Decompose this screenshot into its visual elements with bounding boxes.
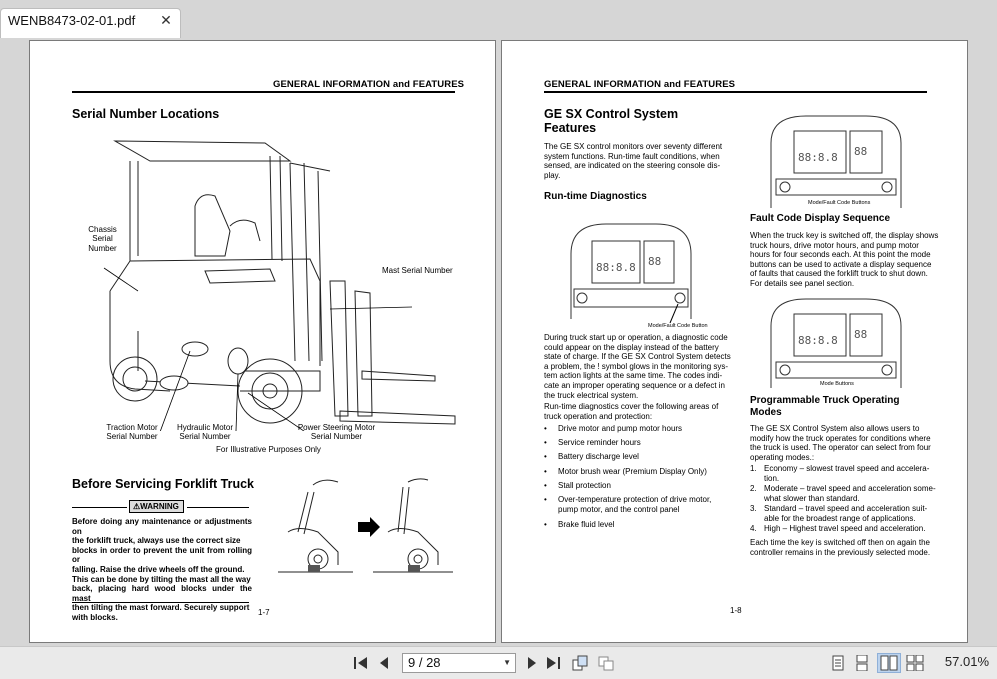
tab-bar: WENB8473-02-01.pdf ✕ [0, 0, 997, 38]
hydraulic-label: Hydraulic Motor Serial Number [176, 423, 233, 442]
list-item: •Over-temperature protection of drive mo… [544, 495, 712, 514]
console-display-3: 88:8.8 88 [770, 298, 902, 388]
warning-badge: ⚠WARNING [129, 500, 184, 513]
console-display-1: 88:8.8 88 [570, 223, 692, 324]
chassis-label: Chassis Serial Number [88, 225, 117, 253]
mode-item: 1.Economy – slowest travel speed and acc… [750, 464, 930, 483]
warning-rule-right [187, 507, 249, 508]
page-number-input[interactable]: 9 / 28 ▼ [402, 653, 516, 673]
mode-fault-caption-2: Mode/Fault Code Buttons [808, 200, 871, 206]
warning-bottom-rule [72, 602, 249, 603]
mode-item: 2.Moderate – travel speed and accelerati… [750, 484, 936, 503]
prev-page-icon[interactable] [376, 653, 392, 673]
warning-rule-left [72, 507, 127, 508]
header-rule [72, 91, 455, 93]
last-page-icon[interactable] [544, 653, 562, 673]
intro-text: The GE SX control monitors over seventy … [544, 142, 723, 180]
illustrative-note: For Illustrative Purposes Only [216, 445, 321, 454]
traction-label: Traction Motor Serial Number [106, 423, 158, 442]
svg-text:88:8.8: 88:8.8 [798, 151, 838, 164]
fault-text: When the truck key is switched off, the … [750, 231, 939, 288]
svg-text:88:8.8: 88:8.8 [596, 261, 636, 274]
cover-text: Run-time diagnostics cover the following… [544, 402, 719, 421]
svg-text:88:8.8: 88:8.8 [798, 334, 838, 347]
prog-title: Programmable Truck Operating Modes [750, 395, 900, 418]
page-right: GENERAL INFORMATION and FEATURES GE SX C… [501, 40, 968, 643]
svg-text:88: 88 [854, 145, 867, 158]
single-page-icon[interactable] [829, 653, 847, 673]
page-number-left: 1-7 [258, 608, 270, 617]
startup-text: During truck start up or operation, a di… [544, 333, 731, 400]
console-display-2: 88:8.8 88 [770, 115, 902, 208]
before-title: Before Servicing Forklift Truck [72, 477, 254, 491]
closing-text: Each time the key is switched off then o… [750, 538, 931, 557]
svg-text:88: 88 [648, 255, 661, 268]
warning-icon: ⚠ [133, 502, 141, 511]
fault-title: Fault Code Display Sequence [750, 213, 891, 224]
rotate-icon[interactable] [570, 653, 590, 673]
page-number-right: 1-8 [730, 606, 742, 615]
first-page-icon[interactable] [352, 653, 370, 673]
steering-label: Power Steering Motor Serial Number [297, 423, 376, 442]
bottom-toolbar: 9 / 28 ▼ 57.01% [0, 646, 997, 679]
runtime-title: Run-time Diagnostics [544, 191, 647, 202]
prog-text: The GE SX Control System also allows use… [750, 424, 931, 462]
tab-title: WENB8473-02-01.pdf [8, 13, 136, 28]
gesx-title: GE SX Control System Features [544, 107, 679, 135]
document-tab[interactable]: WENB8473-02-01.pdf ✕ [0, 8, 181, 38]
mode-item: 3.Standard – travel speed and accelerati… [750, 504, 928, 523]
serial-title: Serial Number Locations [72, 107, 220, 121]
page-left: GENERAL INFORMATION and FEATURES Serial … [29, 40, 496, 643]
section-header: GENERAL INFORMATION and FEATURES [273, 79, 465, 90]
two-page-continuous-icon[interactable] [906, 653, 924, 673]
chevron-down-icon[interactable]: ▼ [503, 658, 511, 667]
mast-label: Mast Serial Number [382, 266, 453, 275]
svg-text:88: 88 [854, 328, 867, 341]
document-viewer[interactable]: GENERAL INFORMATION and FEATURES Serial … [0, 38, 997, 646]
fit-icon[interactable] [596, 653, 616, 673]
zoom-level[interactable]: 57.01% [944, 654, 989, 669]
next-page-icon[interactable] [524, 653, 540, 673]
section-header: GENERAL INFORMATION and FEATURES [544, 79, 736, 90]
continuous-icon[interactable] [853, 653, 871, 673]
two-page-icon[interactable] [877, 653, 901, 673]
mode-fault-caption: Mode/Fault Code Button [648, 323, 708, 329]
header-rule [544, 91, 927, 93]
warning-text: Before doing any maintenance or adjustme… [72, 517, 252, 622]
mode-buttons-caption: Mode Buttons [820, 381, 854, 387]
close-icon[interactable]: ✕ [160, 12, 172, 28]
forklift-illustration [103, 140, 456, 431]
blocking-illustration [278, 478, 453, 573]
